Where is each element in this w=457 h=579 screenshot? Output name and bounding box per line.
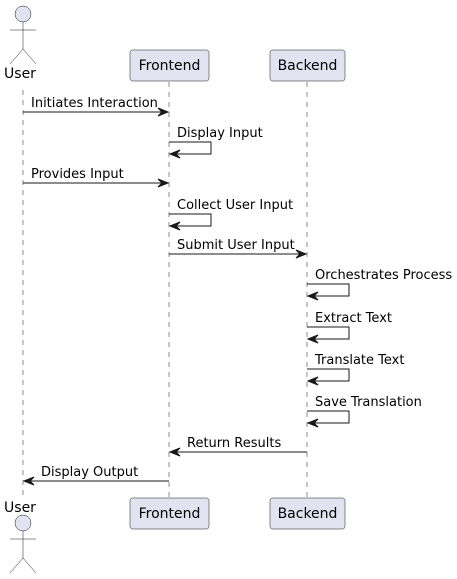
arrowhead-icon <box>306 291 319 301</box>
participant-label-user-bottom: User <box>4 500 36 516</box>
message-label: Return Results <box>187 436 281 451</box>
message-arrow-line <box>169 213 212 227</box>
participant-backend-bottom: Backend <box>269 497 346 530</box>
message-10: Display Output <box>22 465 169 486</box>
participant-frontend-bottom: Frontend <box>129 497 210 530</box>
message-label: Extract Text <box>315 311 392 326</box>
message-8: Save Translation <box>306 395 422 428</box>
arrowhead-icon <box>306 376 319 386</box>
message-7: Translate Text <box>306 353 404 386</box>
participant-label-frontend-bottom: Frontend <box>139 506 201 522</box>
arrowhead-icon <box>306 334 319 344</box>
message-label: Submit User Input <box>177 238 295 253</box>
message-3: Collect User Input <box>168 198 293 231</box>
actor-head-icon <box>14 5 32 23</box>
message-label: Orchestrates Process <box>315 268 452 283</box>
message-9: Return Results <box>168 436 307 457</box>
actor-user-bottom: User <box>4 500 36 574</box>
actor-head-icon <box>14 514 32 532</box>
message-label: Display Input <box>177 126 263 141</box>
participant-label-user: User <box>4 66 36 82</box>
message-arrow-line <box>307 326 350 340</box>
message-arrow-line <box>307 368 350 382</box>
participant-label-frontend: Frontend <box>139 58 201 74</box>
arrowhead-icon <box>168 221 181 231</box>
message-label: Save Translation <box>315 395 422 410</box>
message-5: Orchestrates Process <box>306 268 452 301</box>
message-label: Collect User Input <box>177 198 293 213</box>
participant-box <box>269 497 346 530</box>
arrowhead-icon <box>168 447 181 457</box>
message-1: Display Input <box>168 126 263 159</box>
participant-label-backend: Backend <box>278 58 338 74</box>
arrowhead-icon <box>168 149 181 159</box>
message-arrow-line <box>307 283 350 297</box>
message-label: Initiates Interaction <box>31 96 158 111</box>
arrowhead-icon <box>306 418 319 428</box>
message-6: Extract Text <box>306 311 392 344</box>
arrowhead-icon <box>295 249 308 259</box>
participant-frontend-top: Frontend <box>129 49 210 82</box>
participant-label-backend-bottom: Backend <box>278 506 338 522</box>
message-2: Provides Input <box>23 167 170 188</box>
participant-box <box>269 49 346 82</box>
arrowhead-icon <box>22 476 35 486</box>
message-0: Initiates Interaction <box>23 96 170 117</box>
message-label: Provides Input <box>31 167 124 182</box>
participant-backend-top: Backend <box>269 49 346 82</box>
message-arrow-line <box>307 410 350 424</box>
arrowhead-icon <box>157 178 170 188</box>
message-4: Submit User Input <box>169 238 308 259</box>
message-label: Translate Text <box>314 353 404 368</box>
participant-box <box>129 49 210 82</box>
message-arrow-line <box>169 141 212 155</box>
participant-box <box>129 497 210 530</box>
actor-user-top: User <box>4 5 36 82</box>
message-label: Display Output <box>41 465 138 480</box>
arrowhead-icon <box>157 107 170 117</box>
